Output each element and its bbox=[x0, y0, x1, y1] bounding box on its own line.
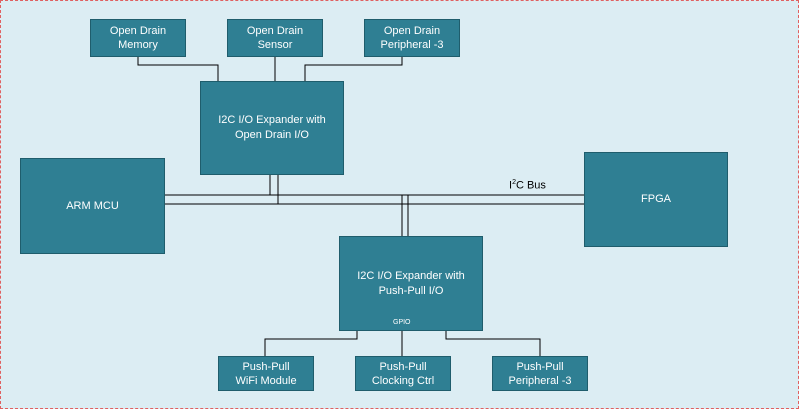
arm-mcu-box: ARM MCU bbox=[20, 158, 165, 254]
wire-wifi bbox=[264, 331, 358, 356]
wire-peripheral-od bbox=[304, 57, 403, 81]
expander-open-drain-box: I2C I/O Expander with Open Drain I/O bbox=[200, 81, 344, 175]
push-pull-wifi-box: Push-Pull WiFi Module bbox=[218, 356, 314, 391]
gpio-label: GPIO bbox=[393, 319, 411, 326]
bus-label-suffix: C Bus bbox=[515, 179, 546, 192]
i2c-bus-label: I2C Bus bbox=[509, 179, 546, 192]
push-pull-clocking-box: Push-Pull Clocking Ctrl bbox=[355, 356, 451, 391]
expander-push-pull-box: I2C I/O Expander with Push-Pull I/O bbox=[339, 236, 483, 331]
fpga-box: FPGA bbox=[584, 152, 728, 247]
bus-label-prefix: I bbox=[509, 179, 513, 192]
open-drain-memory-box: Open Drain Memory bbox=[90, 19, 186, 57]
push-pull-peripheral-box: Push-Pull Peripheral -3 bbox=[492, 356, 588, 391]
open-drain-sensor-box: Open Drain Sensor bbox=[227, 19, 323, 57]
bus-label-superscript: 2 bbox=[512, 179, 516, 186]
wire-memory bbox=[137, 57, 219, 81]
open-drain-peripheral-box: Open Drain Peripheral -3 bbox=[364, 19, 460, 57]
wire-peripheral-pp bbox=[445, 331, 541, 356]
